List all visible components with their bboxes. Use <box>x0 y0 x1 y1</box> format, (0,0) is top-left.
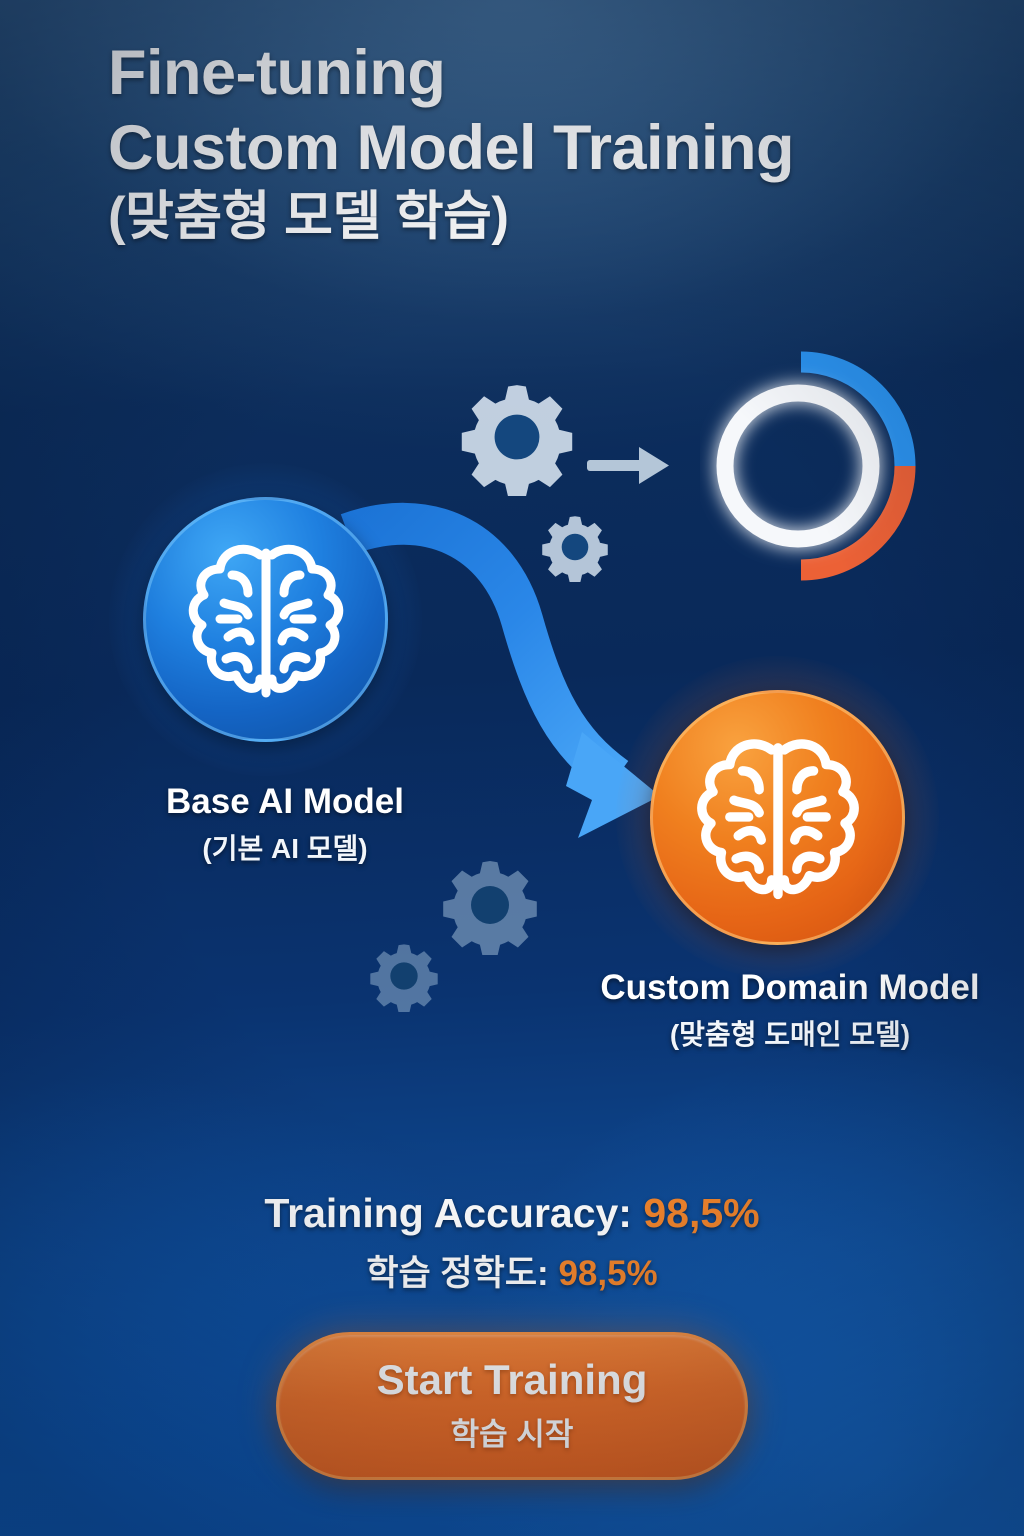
arrow-right-icon <box>587 447 669 484</box>
title-line-primary: Fine-tuning <box>108 38 446 108</box>
gear-icon <box>542 516 608 582</box>
title-line-korean: (맞춤형 모델 학습) <box>108 187 509 246</box>
custom-domain-model-node[interactable] <box>616 656 939 979</box>
custom-domain-model-label: Custom Domain Model (맞춤형 도매인 모델) <box>565 968 1015 1053</box>
curved-arrow-icon <box>340 502 660 838</box>
brain-icon <box>143 497 388 742</box>
training-accuracy-ko: 학습 정학도: 98,5% <box>0 1245 1024 1296</box>
gear-icon <box>370 944 438 1012</box>
progress-ring-icon <box>716 351 916 581</box>
start-training-label-en: Start Training <box>376 1356 648 1404</box>
gear-icon <box>443 861 537 955</box>
training-accuracy-value-ko: 98,5% <box>558 1254 658 1293</box>
base-ai-model-label: Base AI Model (기본 AI 모델) <box>75 782 495 867</box>
brain-icon <box>650 690 905 945</box>
start-training-button[interactable]: Start Training 학습 시작 <box>276 1332 748 1480</box>
custom-domain-model-label-ko: (맞춤형 도매인 모델) <box>669 1019 911 1051</box>
training-accuracy-value-en: 98,5% <box>643 1190 760 1236</box>
training-accuracy-en: Training Accuracy: 98,5% <box>0 1190 1024 1237</box>
base-ai-model-node[interactable] <box>109 463 422 776</box>
base-ai-model-label-ko: (기본 AI 모델) <box>202 833 368 865</box>
start-training-label-ko: 학습 시작 <box>450 1416 574 1452</box>
base-ai-model-label-en: Base AI Model <box>166 782 404 821</box>
title-line-secondary: Custom Model Training <box>108 113 795 183</box>
gear-icon <box>461 385 573 496</box>
training-accuracy-block: Training Accuracy: 98,5% 학습 정학도: 98,5% <box>0 1190 1024 1296</box>
training-accuracy-label-ko: 학습 정학도: <box>366 1254 549 1293</box>
training-accuracy-label-en: Training Accuracy: <box>264 1190 632 1236</box>
page-title: Fine-tuning Custom Model Training (맞춤형 모… <box>108 38 968 246</box>
custom-domain-model-label-en: Custom Domain Model <box>600 968 980 1007</box>
